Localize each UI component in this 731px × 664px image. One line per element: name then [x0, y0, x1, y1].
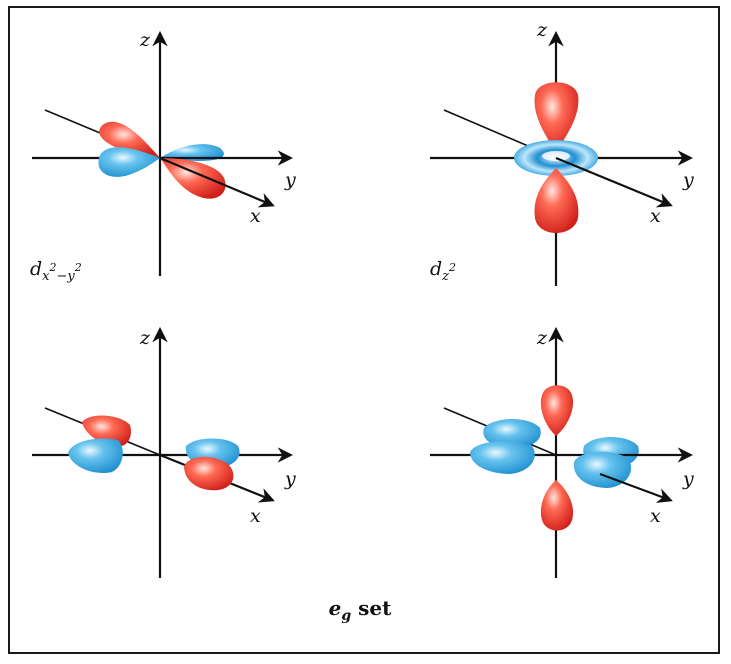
y-axis-label: y — [284, 468, 296, 490]
z-axis-label: z — [139, 327, 151, 349]
lobe-blue-left — [98, 147, 160, 177]
lobe-red-top — [534, 82, 579, 152]
y-axis-label: y — [284, 169, 296, 191]
lobe-blue-back-left — [483, 419, 541, 448]
lobe-red-back — [99, 121, 160, 158]
z-axis-label: z — [536, 19, 548, 41]
lobe-red-front — [160, 158, 226, 199]
panel-bottom-left: z y x — [32, 326, 296, 578]
y-axis-label: y — [682, 468, 694, 490]
x-axis-label: x — [250, 205, 261, 227]
lobe-red-bottom — [540, 480, 574, 531]
z-axis-label: z — [536, 327, 548, 349]
panel-dx2-y2: z y x dx2−y2 — [30, 29, 296, 284]
x-axis-front — [555, 156, 673, 208]
orbital-label-dz2: dz2 — [430, 258, 456, 284]
lobe-red-back — [82, 415, 131, 447]
lobe-red-top — [540, 385, 574, 436]
x-axis-label: x — [650, 205, 661, 227]
orbital-label-dx2-y2: dx2−y2 — [30, 258, 82, 284]
x-axis-label: x — [250, 505, 261, 527]
x-axis-front — [599, 472, 673, 503]
lobe-blue-front-left — [470, 441, 535, 474]
eg-set-caption: eg set — [328, 596, 392, 624]
y-axis-label: y — [682, 169, 694, 191]
panel-dz2: z y x dz2 — [430, 19, 694, 286]
z-axis-label: z — [139, 29, 151, 51]
x-axis-front — [159, 156, 275, 208]
figure-frame — [8, 6, 720, 654]
lobe-blue-right — [160, 144, 224, 161]
lobe-red-front — [184, 456, 234, 491]
x-axis-label: x — [650, 505, 661, 527]
lobe-red-bottom — [534, 168, 579, 233]
lobe-blue-front-right — [573, 451, 632, 488]
panel-bottom-right: z y x — [430, 326, 694, 578]
lobe-blue-left — [68, 438, 123, 474]
